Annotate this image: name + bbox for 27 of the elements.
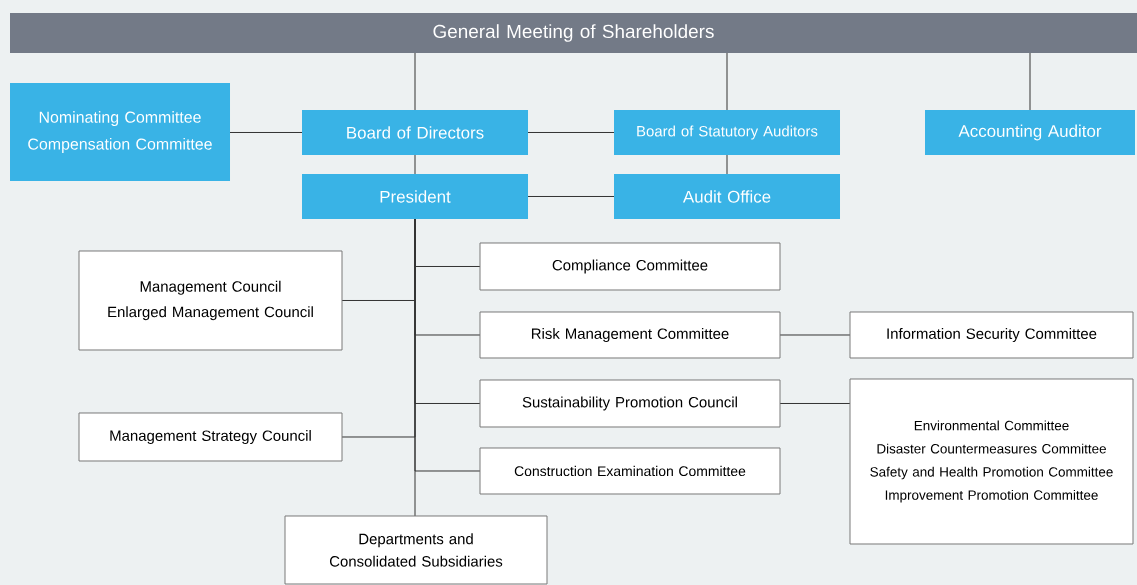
org-box: Compliance Committee <box>479 242 781 291</box>
org-box: Accounting Auditor <box>925 110 1135 155</box>
org-box: President <box>302 174 528 219</box>
org-box: Board of Directors <box>302 110 528 155</box>
connector-line <box>779 403 851 404</box>
org-box: Audit Office <box>614 174 840 219</box>
connector-line <box>527 196 615 197</box>
org-box: Risk Management Committee <box>479 311 781 359</box>
org-box: Environmental Committee Disaster Countermeasures Committee Safety and Health Promotion Committee Improvement Promotion Committee <box>849 378 1134 545</box>
org-box: Board of Statutory Auditors <box>614 110 840 155</box>
org-box: Information Security Committee <box>849 311 1134 359</box>
org-box: Management Council Enlarged Management Council <box>78 250 343 351</box>
org-box: Nominating Committee Compensation Committee <box>10 83 230 181</box>
connector-line <box>726 52 728 111</box>
connector-line <box>414 154 416 175</box>
connector-line <box>726 154 728 175</box>
org-box: Departments and Consolidated Subsidiaries <box>284 515 548 585</box>
org-box: Management Strategy Council <box>78 412 343 462</box>
connector-line <box>1029 52 1031 111</box>
connector-line <box>229 132 303 133</box>
connector-line <box>414 52 416 111</box>
connector-line <box>527 132 615 133</box>
header-band: General Meeting of Shareholders <box>10 13 1137 53</box>
connector-line <box>414 218 416 517</box>
connector-line <box>779 334 851 336</box>
org-box: Construction Examination Committee <box>479 447 781 495</box>
org-box: Sustainability Promotion Council <box>479 379 781 428</box>
